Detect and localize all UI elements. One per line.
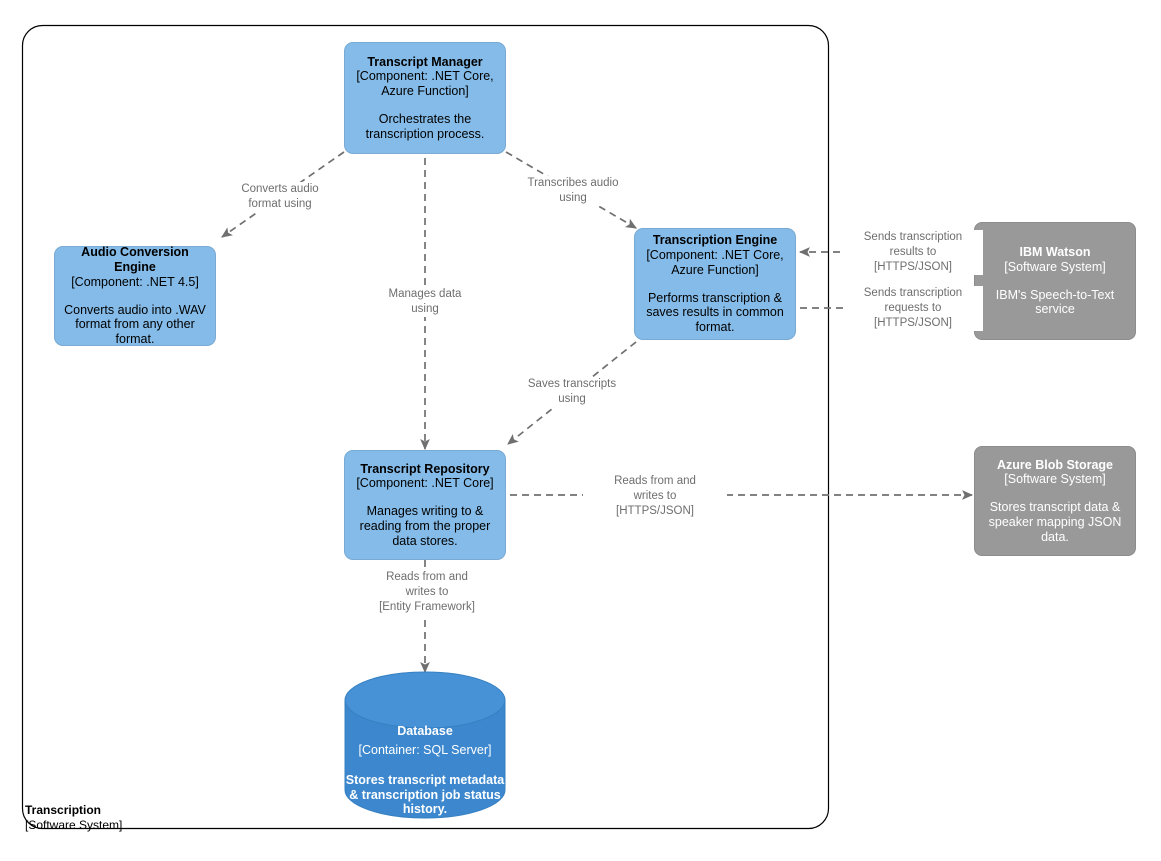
node-description: Stores transcript data & speaker mapping… — [988, 500, 1122, 544]
node-description: IBM's Speech-to-Text service — [995, 287, 1115, 317]
node-audio-conversion-engine[interactable]: Audio Conversion Engine [Component: .NET… — [54, 245, 216, 347]
node-transcript-repository[interactable]: Transcript Repository [Component: .NET C… — [344, 450, 506, 560]
node-title: IBM Watson — [1019, 245, 1091, 259]
node-meta: [Container: SQL Server] — [358, 742, 492, 757]
edge-label-transcribes-audio-using: Transcribes audio using — [508, 176, 638, 206]
node-meta: [Component: .NET 4.5] — [71, 274, 199, 289]
node-meta: [Software System] — [1004, 472, 1106, 487]
node-description: Stores transcript metadata & transcripti… — [345, 772, 505, 817]
node-meta: [Component: .NET Core, Azure Function] — [356, 69, 494, 99]
node-title: Transcript Repository — [360, 461, 490, 476]
node-description: Performs transcription & saves results i… — [646, 290, 784, 335]
node-description: Manages writing to & reading from the pr… — [359, 504, 491, 548]
node-title: Database — [397, 724, 453, 738]
node-azure-blob-storage[interactable]: Azure Blob Storage [Software System] Sto… — [974, 446, 1136, 556]
edge-label-manages-data-using: Manages data using — [362, 287, 488, 317]
node-title: Transcript Manager — [367, 54, 483, 69]
boundary-name: Transcription — [25, 803, 102, 817]
node-ibm-watson[interactable]: IBM Watson [Software System] IBM's Speec… — [974, 222, 1136, 340]
edge-label-reads-from-and-writes-to-ef: Reads from and writes to [Entity Framewo… — [354, 570, 500, 615]
node-title: Audio Conversion Engine — [81, 245, 189, 274]
node-meta: [Software System] — [1004, 259, 1106, 274]
node-title: Azure Blob Storage — [997, 457, 1113, 472]
edge-label-converts-audio-format-using: Converts audio format using — [203, 182, 357, 212]
node-description: Orchestrates the transcription process. — [365, 111, 485, 141]
node-meta: [Component: .NET Core, Azure Function] — [646, 248, 784, 277]
node-title: Transcription Engine — [652, 233, 778, 248]
node-transcription-engine[interactable]: Transcription Engine [Component: .NET Co… — [634, 228, 796, 340]
boundary-meta: [Software System] — [25, 818, 123, 833]
edge-label-saves-transcripts-using: Saves transcripts using — [505, 377, 639, 407]
node-database[interactable]: Database [Container: SQL Server] Stores … — [345, 672, 505, 818]
node-description: Converts audio into .WAV format from any… — [64, 302, 206, 347]
database-label: Database [Container: SQL Server] Stores … — [345, 722, 505, 817]
node-transcript-manager[interactable]: Transcript Manager [Component: .NET Core… — [344, 42, 506, 154]
system-boundary-label: Transcription [Software System] — [25, 803, 122, 834]
edge-label-sends-transcription-results-to: Sends transcription results to [HTTPS/JS… — [843, 230, 983, 275]
edge-label-reads-from-and-writes-to-https: Reads from and writes to [HTTPS/JSON] — [583, 474, 727, 519]
node-meta: [Component: .NET Core] — [356, 476, 494, 491]
edge-label-sends-transcription-requests-to: Sends transcription requests to [HTTPS/J… — [843, 286, 983, 331]
